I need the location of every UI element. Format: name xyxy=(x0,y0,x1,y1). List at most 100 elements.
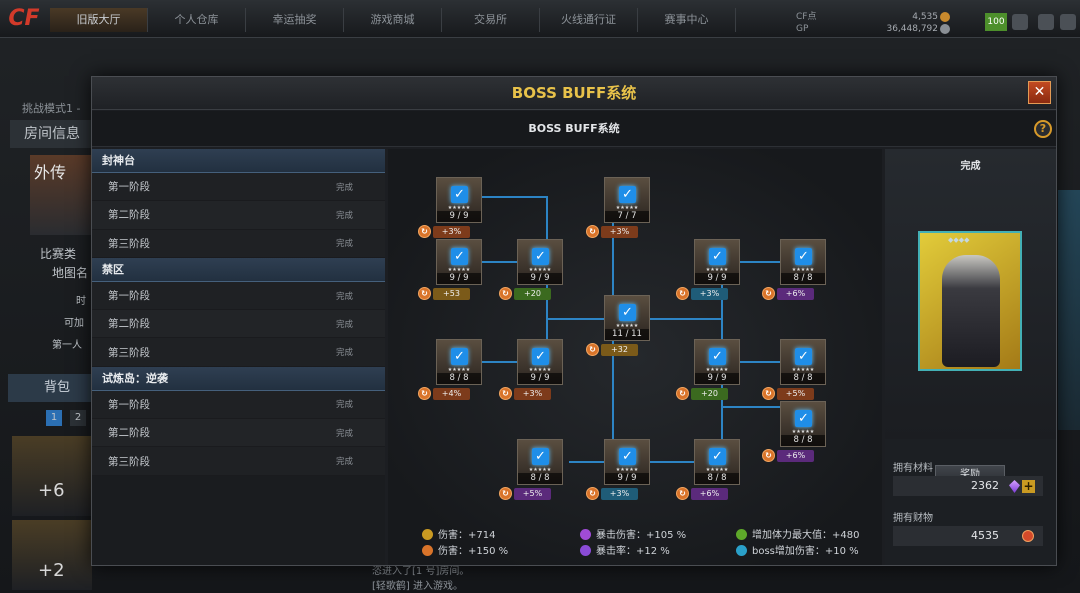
nav-event-center[interactable]: 赛事中心 xyxy=(638,8,736,32)
check-icon: ✓ xyxy=(451,348,468,365)
stage-row[interactable]: 第一阶段完成 xyxy=(92,390,385,420)
upgrade-icon[interactable]: ↻ xyxy=(499,287,512,300)
buff-node[interactable]: ✓★★★★★8 / 8 xyxy=(780,239,826,285)
upgrade-icon[interactable]: ↻ xyxy=(418,287,431,300)
level-badge: 100 xyxy=(985,13,1007,31)
total-attack: 伤害：+714 xyxy=(422,529,495,543)
node-progress: 9 / 9 xyxy=(518,373,562,384)
node-bonus: ↻+32 xyxy=(586,343,638,357)
add-material-button[interactable]: + xyxy=(1022,479,1035,493)
upgrade-icon[interactable]: ↻ xyxy=(418,225,431,238)
menu-icon[interactable] xyxy=(1060,14,1076,30)
star-rating-icon: ★★★★★ xyxy=(705,367,729,373)
upgrade-icon[interactable]: ↻ xyxy=(676,487,689,500)
nav-old-lobby[interactable]: 旧版大厅 xyxy=(50,8,148,32)
buff-node[interactable]: ✓★★★★★8 / 8 xyxy=(694,439,740,485)
buff-node[interactable]: ✓★★★★★8 / 8 xyxy=(780,339,826,385)
stage-name: 第二阶段 xyxy=(108,427,150,440)
node-progress: 8 / 8 xyxy=(781,435,825,446)
check-icon: ✓ xyxy=(532,348,549,365)
total-attack-text: 伤害：+714 xyxy=(438,530,496,541)
nav-shop[interactable]: 游戏商城 xyxy=(344,8,442,32)
bag-tab[interactable]: 背包 xyxy=(8,374,98,402)
back-icon[interactable] xyxy=(1038,14,1054,30)
nav-lucky-draw[interactable]: 幸运抽奖 xyxy=(246,8,344,32)
stage-name: 第三阶段 xyxy=(108,455,150,468)
buff-node[interactable]: ✓★★★★★7 / 7 xyxy=(604,177,650,223)
boss-buff-dialog: BOSS BUFF系统 ✕ BOSS BUFF系统 ? 封神台 第一阶段完成 第… xyxy=(91,76,1057,566)
stage-name: 第二阶段 xyxy=(108,318,150,331)
bag-page-1[interactable]: 1 xyxy=(46,410,62,426)
buff-node[interactable]: ✓★★★★★9 / 9 xyxy=(694,339,740,385)
room-info-tab[interactable]: 房间信息 xyxy=(10,120,98,148)
buff-node[interactable]: ✓★★★★★9 / 9 xyxy=(517,339,563,385)
stage-row[interactable]: 第三阶段完成 xyxy=(92,338,385,367)
bag-item-card[interactable]: +2 xyxy=(12,520,92,590)
fire-icon xyxy=(422,545,433,556)
buff-node[interactable]: ✓★★★★★9 / 9 xyxy=(517,239,563,285)
stage-row[interactable]: 第二阶段完成 xyxy=(92,419,385,448)
total-boss-damage: boss增加伤害：+10 % xyxy=(736,545,859,559)
stage-list: 封神台 第一阶段完成 第二阶段完成 第三阶段完成 禁区 第一阶段完成 第二阶段完… xyxy=(92,149,385,565)
reward-character-card[interactable]: ◆◆◆◆ xyxy=(918,231,1022,371)
side-line-3: 时 xyxy=(76,296,86,307)
gp-coin-icon xyxy=(940,24,950,34)
star-rating-icon: ★★★★★ xyxy=(528,467,552,473)
star-rating-icon: ★★★★★ xyxy=(528,267,552,273)
check-icon: ✓ xyxy=(451,248,468,265)
bag-item-card[interactable]: +6 xyxy=(12,436,92,516)
upgrade-icon[interactable]: ↻ xyxy=(499,387,512,400)
node-progress: 8 / 8 xyxy=(781,273,825,284)
buff-node[interactable]: ✓★★★★★11 / 11 xyxy=(604,295,650,341)
right-edge-panel xyxy=(1058,190,1080,430)
nav-exchange[interactable]: 交易所 xyxy=(442,8,540,32)
buff-node[interactable]: ✓★★★★★9 / 9 xyxy=(436,177,482,223)
stage-row[interactable]: 第一阶段完成 xyxy=(92,173,385,202)
upgrade-icon[interactable]: ↻ xyxy=(762,287,775,300)
stage-row[interactable]: 第三阶段完成 xyxy=(92,229,385,258)
total-burn-text: 伤害：+150 % xyxy=(438,546,509,557)
node-bonus: ↻+53 xyxy=(418,287,470,301)
close-button[interactable]: ✕ xyxy=(1028,81,1051,104)
reward-status: 完成 xyxy=(960,161,981,172)
upgrade-icon[interactable]: ↻ xyxy=(586,487,599,500)
materials-value: 2362 xyxy=(893,476,1043,496)
buff-node[interactable]: ✓★★★★★9 / 9 xyxy=(694,239,740,285)
mode-label: 挑战模式1 - xyxy=(22,102,81,115)
total-max-hp: 增加体力最大值：+480 xyxy=(736,529,859,543)
buff-node[interactable]: ✓★★★★★8 / 8 xyxy=(517,439,563,485)
shield-icon[interactable] xyxy=(1012,14,1028,30)
buff-node[interactable]: ✓★★★★★8 / 8 xyxy=(780,401,826,447)
star-rating-icon: ★★★★★ xyxy=(447,367,471,373)
bonus-value: +6% xyxy=(691,488,728,500)
stage-row[interactable]: 第二阶段完成 xyxy=(92,201,385,230)
bag-page-2[interactable]: 2 xyxy=(70,410,86,426)
upgrade-icon[interactable]: ↻ xyxy=(762,449,775,462)
section-rows: 第一阶段完成 第二阶段完成 第三阶段完成 xyxy=(92,390,385,476)
section-rows: 第一阶段完成 第二阶段完成 第三阶段完成 xyxy=(92,281,385,367)
node-bonus: ↻+4% xyxy=(418,387,470,401)
node-bonus: ↻+3% xyxy=(499,387,551,401)
upgrade-icon[interactable]: ↻ xyxy=(586,225,599,238)
bonus-value: +6% xyxy=(777,450,814,462)
upgrade-icon[interactable]: ↻ xyxy=(586,343,599,356)
side-line-2: 地图名 xyxy=(52,266,89,280)
buff-node[interactable]: ✓★★★★★9 / 9 xyxy=(436,239,482,285)
upgrade-icon[interactable]: ↻ xyxy=(418,387,431,400)
node-progress: 8 / 8 xyxy=(695,473,739,484)
buff-node[interactable]: ✓★★★★★9 / 9 xyxy=(604,439,650,485)
stage-row[interactable]: 第一阶段完成 xyxy=(92,281,385,311)
node-progress: 8 / 8 xyxy=(437,373,481,384)
nav-warehouse[interactable]: 个人仓库 xyxy=(148,8,246,32)
upgrade-icon[interactable]: ↻ xyxy=(676,387,689,400)
upgrade-icon[interactable]: ↻ xyxy=(676,287,689,300)
upgrade-icon[interactable]: ↻ xyxy=(499,487,512,500)
buff-node[interactable]: ✓ ★★★★★8 / 8 xyxy=(436,339,482,385)
stage-row[interactable]: 第三阶段完成 xyxy=(92,447,385,476)
help-button[interactable]: ? xyxy=(1034,120,1052,138)
check-icon: ✓ xyxy=(795,410,812,427)
nav-battle-pass[interactable]: 火线通行证 xyxy=(540,8,638,32)
stage-row[interactable]: 第二阶段完成 xyxy=(92,310,385,339)
upgrade-icon[interactable]: ↻ xyxy=(762,387,775,400)
check-icon: ✓ xyxy=(709,448,726,465)
